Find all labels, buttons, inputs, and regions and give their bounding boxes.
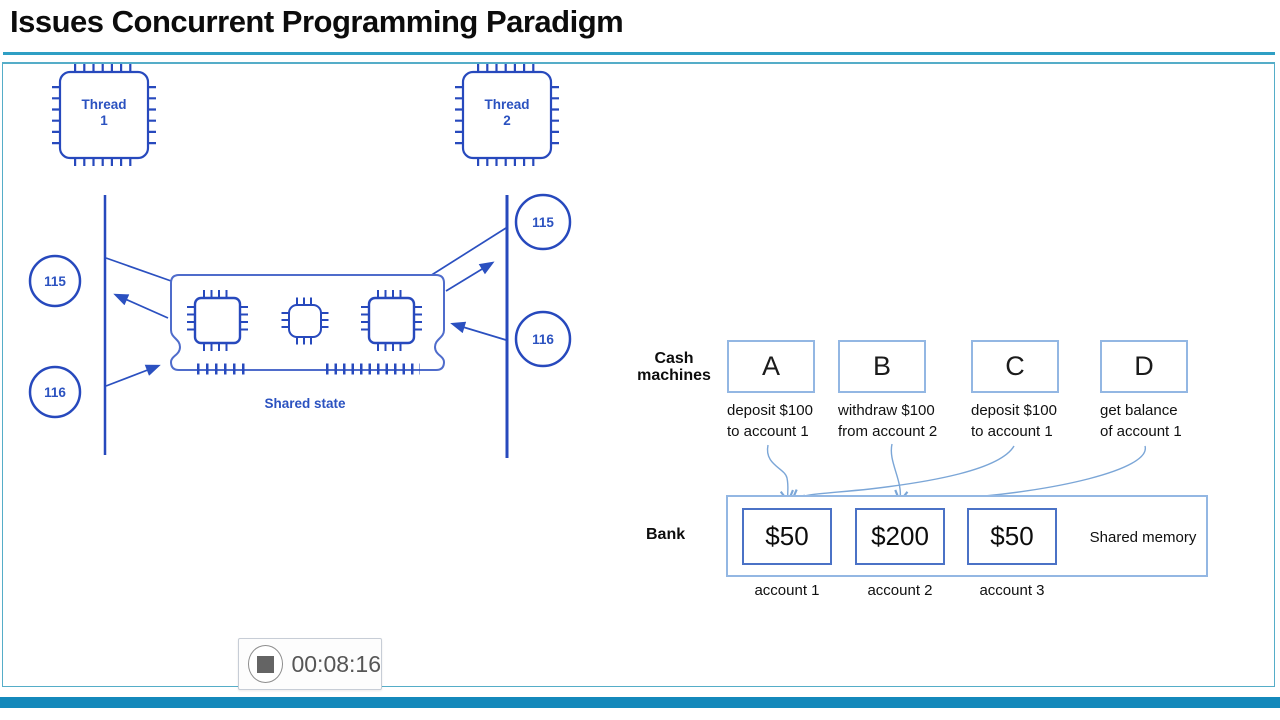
cash-machine-D-desc-line1: get balance (1100, 402, 1178, 419)
cash-machine-A: A (727, 340, 815, 393)
account2-name: account 2 (867, 582, 933, 599)
cash-machine-C: C (971, 340, 1059, 393)
cash-machine-B-desc-line2: from account 2 (838, 422, 938, 440)
stop-icon (257, 655, 275, 673)
stop-recording-button[interactable] (248, 645, 284, 683)
recording-elapsed-time: 00:08:16 (291, 650, 381, 677)
cash-machine-C-desc: deposit $100 to account 1 (971, 401, 1103, 442)
bottom-accent-bar (0, 697, 1280, 708)
cash-machine-C-desc-line2: to account 1 (971, 422, 1053, 440)
cash-machines-label-line2: machines (637, 367, 711, 384)
thread1-label-line2: 1 (100, 113, 108, 128)
thread2-chip-label: Thread 2 (463, 97, 551, 129)
cash-machine-D-letter: D (1134, 351, 1154, 381)
cash-machine-C-desc-line1: deposit $100 (971, 402, 1057, 419)
title-underline (3, 52, 1275, 55)
cash-machine-C-letter: C (1005, 351, 1025, 381)
account2-box: $200 (855, 508, 945, 565)
account3-box: $50 (967, 508, 1057, 565)
cash-machine-B-letter: B (872, 351, 891, 381)
cash-machine-A-desc: deposit $100 to account 1 (727, 401, 859, 442)
thread1-chip-label: Thread 1 (60, 97, 148, 129)
cash-machines-label: Cash machines (633, 350, 715, 384)
recorder-widget: 00:08:16 (238, 638, 382, 690)
account3-balance: $50 (990, 521, 1034, 551)
account3-name: account 3 (979, 582, 1045, 599)
badge-right-115: 115 (532, 215, 554, 230)
cash-machine-B-desc-line1: withdraw $100 (838, 402, 935, 419)
account2-balance: $200 (871, 521, 929, 551)
shared-state-label: Shared state (264, 396, 346, 411)
cash-machine-A-desc-line1: deposit $100 (727, 402, 813, 419)
slide-content-frame (2, 62, 1275, 687)
badge-left-116: 116 (44, 385, 66, 400)
page-title: Issues Concurrent Programming Paradigm (10, 4, 624, 39)
cash-machine-D-desc: get balance of account 1 (1100, 401, 1232, 442)
cash-machine-D: D (1100, 340, 1188, 393)
cash-machine-B: B (838, 340, 926, 393)
thread2-label-line1: Thread (484, 97, 530, 112)
cash-machine-A-desc-line2: to account 1 (727, 422, 809, 440)
bank-label: Bank (646, 526, 686, 543)
cash-machines-label-line1: Cash (654, 350, 694, 367)
cash-machine-D-desc-line2: of account 1 (1100, 422, 1182, 440)
badge-right-116: 116 (532, 332, 554, 347)
account1-name: account 1 (754, 582, 820, 599)
cash-machine-B-desc: withdraw $100 from account 2 (838, 401, 970, 442)
thread2-label-line2: 2 (503, 113, 511, 128)
thread1-label-line1: Thread (81, 97, 127, 112)
shared-memory-label: Shared memory (1089, 529, 1197, 546)
account1-box: $50 (742, 508, 832, 565)
cash-machine-A-letter: A (761, 351, 780, 381)
badge-left-115: 115 (44, 274, 66, 289)
account1-balance: $50 (765, 521, 809, 551)
